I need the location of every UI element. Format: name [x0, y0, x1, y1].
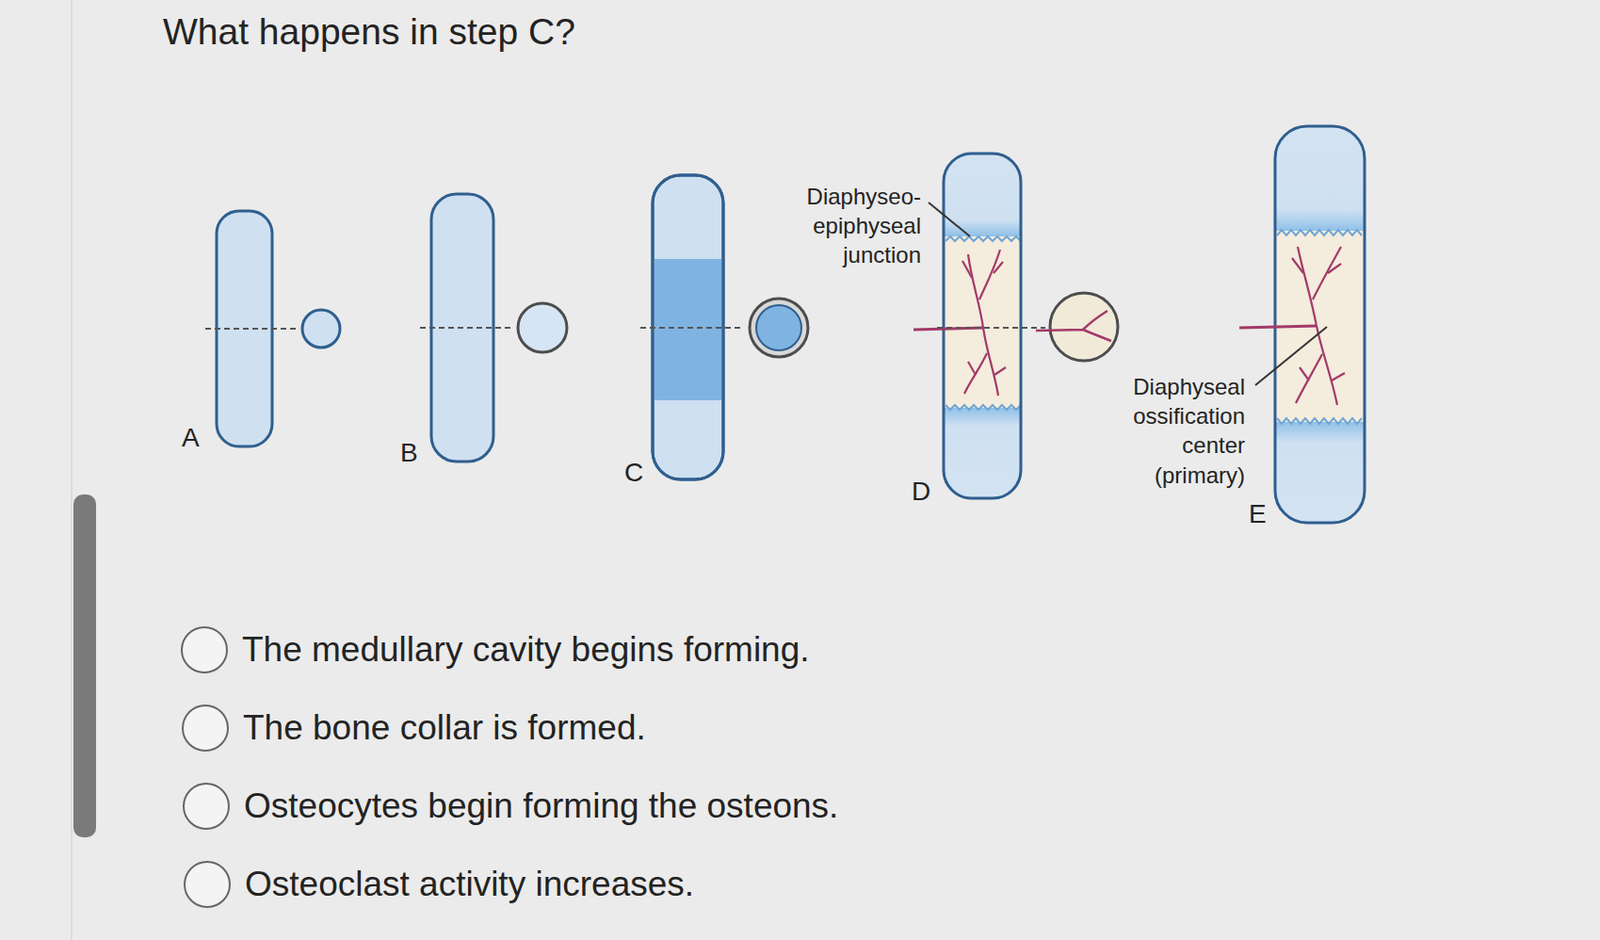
step-letter: B — [400, 436, 419, 469]
step-letter: C — [624, 456, 644, 489]
answer-option: The bone collar is formed. — [242, 707, 647, 749]
answer-option: Osteocytes begin forming the osteons. — [243, 785, 839, 827]
leader-line — [1255, 326, 1327, 386]
step-letter: E — [1248, 498, 1267, 531]
bone-stage-b — [420, 193, 567, 462]
callout-label: Diaphyseo- epiphyseal junction — [789, 181, 922, 271]
step-letter: D — [911, 475, 931, 508]
question-title: What happens in step C? — [162, 11, 576, 53]
leader-line — [928, 202, 970, 237]
radio-buttons — [181, 627, 230, 907]
scroll-bar — [73, 494, 97, 838]
bone-stage-a — [205, 210, 340, 447]
answer-option: The medullary cavity begins forming. — [242, 629, 810, 671]
bone-stage-c — [640, 175, 809, 480]
bone-stage-d — [913, 153, 1118, 499]
step-letter: A — [181, 421, 200, 454]
callout-label: Diaphyseal ossification center (primary) — [1113, 371, 1245, 490]
answer-option: Osteoclast activity increases. — [244, 863, 695, 906]
bone-stage-e — [1239, 126, 1365, 523]
